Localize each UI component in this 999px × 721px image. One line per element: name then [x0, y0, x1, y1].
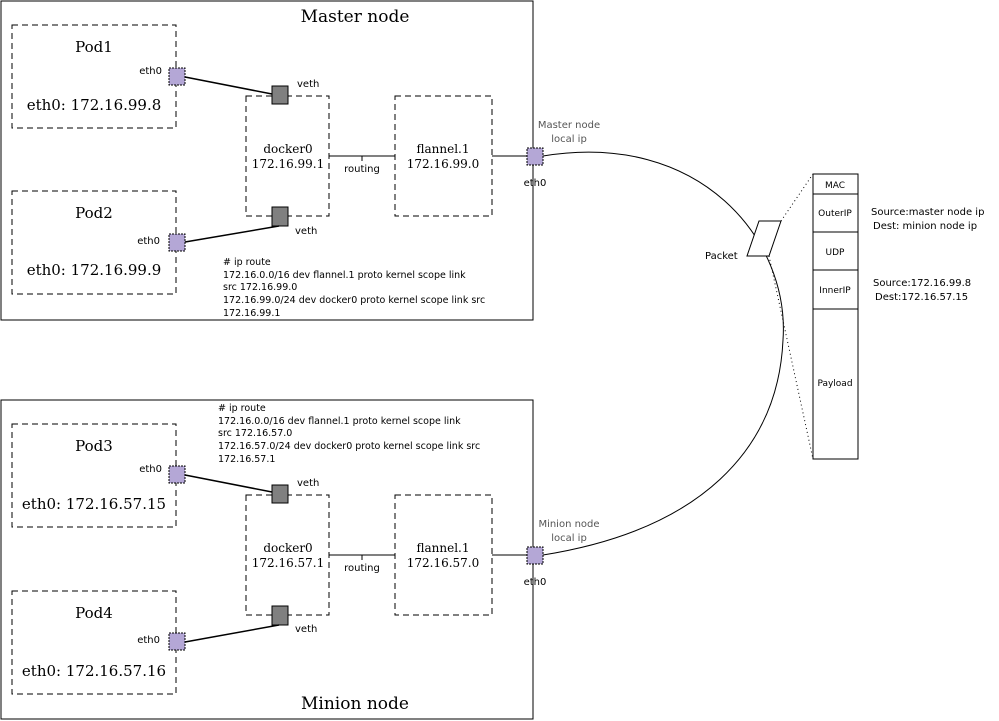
pod2-eth0-label: eth0 — [137, 236, 160, 247]
packet-frame — [812, 173, 859, 460]
packet-structure: MAC OuterIP UDP InnerIP Payload Source:m… — [812, 173, 984, 460]
minion-docker0-box — [245, 494, 330, 616]
packet-layer-mac: MAC — [825, 181, 845, 191]
tunnel-curve — [542, 151, 784, 556]
minion-route-line: 172.16.57.1 — [218, 454, 275, 465]
packet-layer-payload: Payload — [817, 379, 852, 389]
master-veth-bottom-label: veth — [295, 226, 317, 237]
master-route-line: 172.16.99.1 — [223, 308, 280, 319]
pod1-eth0-label: eth0 — [139, 66, 162, 77]
minion-eth0-port — [526, 546, 544, 565]
master-flannel-ip: 172.16.99.0 — [407, 157, 480, 171]
minion-veth-top — [271, 484, 289, 504]
pod3-ip: eth0: 172.16.57.15 — [22, 495, 166, 513]
pod2-to-veth-link — [184, 225, 280, 243]
master-route-line: # ip route — [223, 257, 271, 268]
master-veth-bottom — [271, 206, 289, 227]
packet-label: Packet — [705, 251, 738, 262]
minion-flannel-name: flannel.1 — [416, 541, 469, 555]
pod3-name: Pod3 — [75, 437, 113, 455]
inner-ip-source: Source:172.16.99.8 — [873, 278, 971, 289]
master-flannel-name: flannel.1 — [416, 142, 469, 156]
master-veth-top — [271, 85, 289, 105]
master-node-title: Master node — [301, 7, 410, 27]
pod4-to-veth-link — [184, 624, 280, 643]
master-node: Master node Pod1 eth0: 172.16.99.8 eth0 … — [0, 0, 600, 321]
minion-local-ip-label-line1: Minion node — [538, 519, 599, 530]
pod3-eth0-port — [168, 465, 186, 484]
master-route-table: # ip route 172.16.0.0/16 dev flannel.1 p… — [223, 257, 485, 319]
master-flannel-box — [394, 95, 493, 217]
master-docker0-ip: 172.16.99.1 — [252, 157, 325, 171]
master-routing-label: routing — [344, 164, 380, 175]
pod3-eth0-label: eth0 — [139, 464, 162, 475]
packet-zoom-line-bottom — [768, 255, 814, 460]
minion-veth-bottom — [271, 605, 289, 626]
master-docker0-box — [245, 95, 330, 217]
master-docker0-name: docker0 — [263, 142, 312, 156]
pod4-eth0-label: eth0 — [137, 635, 160, 646]
packet-shape — [746, 220, 782, 257]
pod2-name: Pod2 — [75, 204, 113, 222]
master-route-line: src 172.16.99.0 — [223, 282, 297, 293]
minion-route-line: # ip route — [218, 403, 266, 414]
minion-route-table: # ip route 172.16.0.0/16 dev flannel.1 p… — [218, 403, 480, 465]
master-local-ip-label-line2: local ip — [551, 134, 587, 145]
master-veth-top-label: veth — [297, 79, 319, 90]
pod3-to-veth-link — [184, 474, 273, 493]
minion-veth-top-label: veth — [297, 478, 319, 489]
inner-ip-dest: Dest:172.16.57.15 — [875, 292, 968, 303]
minion-eth0-label: eth0 — [524, 577, 547, 588]
minion-route-line: 172.16.57.0/24 dev docker0 proto kernel … — [218, 441, 480, 452]
pod2-eth0-port — [168, 233, 186, 252]
minion-docker0-ip: 172.16.57.1 — [252, 556, 325, 570]
pod4-name: Pod4 — [75, 604, 113, 622]
packet-layer-outerip: OuterIP — [818, 209, 852, 219]
master-local-ip-label-line1: Master node — [538, 120, 600, 131]
pod1-ip: eth0: 172.16.99.8 — [27, 96, 162, 114]
minion-route-line: src 172.16.57.0 — [218, 428, 292, 439]
packet-zoom-line-top — [780, 173, 814, 222]
minion-flannel-box — [394, 494, 493, 616]
pod1-eth0-port — [168, 67, 186, 86]
minion-routing-label: routing — [344, 563, 380, 574]
outer-ip-source: Source:master node ip — [871, 207, 984, 218]
outer-ip-dest: Dest: minion node ip — [873, 221, 977, 232]
master-eth0-label: eth0 — [524, 178, 547, 189]
pod1-to-veth-link — [184, 76, 273, 95]
minion-veth-bottom-label: veth — [295, 624, 317, 635]
minion-node: Minion node # ip route 172.16.0.0/16 dev… — [0, 399, 600, 720]
pod4-eth0-port — [168, 632, 186, 651]
packet-layer-innerip: InnerIP — [819, 286, 851, 296]
master-route-line: 172.16.99.0/24 dev docker0 proto kernel … — [223, 295, 485, 306]
pod1-name: Pod1 — [75, 38, 113, 56]
minion-route-line: 172.16.0.0/16 dev flannel.1 proto kernel… — [218, 416, 461, 427]
minion-docker0-name: docker0 — [263, 541, 312, 555]
master-eth0-port — [526, 147, 544, 166]
minion-node-title: Minion node — [301, 694, 409, 714]
master-route-line: 172.16.0.0/16 dev flannel.1 proto kernel… — [223, 270, 466, 281]
overlay-tunnel: Packet — [542, 151, 814, 556]
minion-flannel-ip: 172.16.57.0 — [407, 556, 480, 570]
minion-local-ip-label-line2: local ip — [551, 533, 587, 544]
packet-layer-udp: UDP — [826, 248, 846, 258]
pod2-ip: eth0: 172.16.99.9 — [27, 261, 162, 279]
pod4-ip: eth0: 172.16.57.16 — [22, 662, 166, 680]
